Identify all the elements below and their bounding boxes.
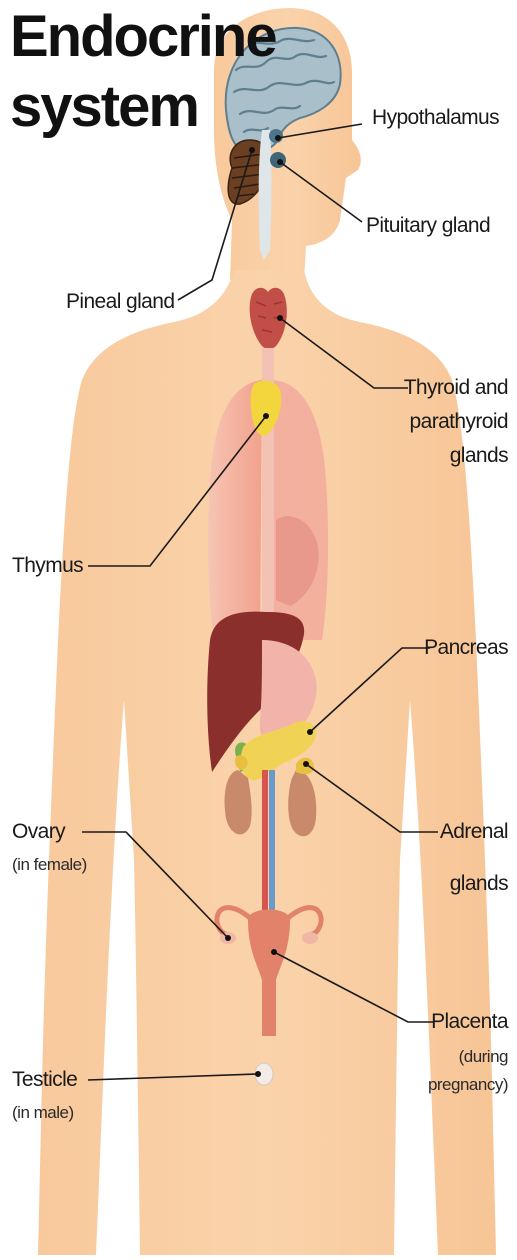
label-testicle: Testicle [12, 1068, 77, 1091]
label-ovary: Ovary [12, 820, 66, 843]
label-adrenal-1: Adrenal [440, 820, 508, 843]
dot-placenta [271, 949, 277, 955]
dot-pancreas [307, 729, 313, 735]
label-placenta: Placenta [431, 1010, 509, 1033]
spinal-cord [259, 130, 272, 260]
label-placenta-note-1: (during [459, 1047, 508, 1066]
label-thyroid-1: Thyroid and [404, 376, 508, 399]
label-pituitary: Pituitary gland [366, 214, 490, 237]
vena-cava [269, 770, 275, 920]
dot-pituitary [277, 159, 283, 165]
dot-thyroid [277, 315, 283, 321]
label-thyroid-3: glands [450, 444, 508, 467]
label-testicle-note: (in male) [12, 1103, 74, 1122]
aorta [262, 770, 268, 920]
left-kidney [225, 770, 252, 834]
label-hypothalamus: Hypothalamus [372, 106, 499, 129]
label-pancreas: Pancreas [424, 636, 508, 659]
dot-hypothalamus [275, 135, 281, 141]
label-pineal: Pineal gland [66, 290, 174, 313]
label-ovary-note: (in female) [12, 855, 87, 874]
dot-pineal [249, 147, 255, 153]
dot-adrenal [303, 761, 309, 767]
label-thyroid-2: parathyroid [410, 410, 508, 433]
title-line-2: system [10, 74, 198, 139]
label-adrenal-2: glands [450, 872, 508, 895]
dot-ovary [225, 935, 231, 941]
dot-testicle [255, 1071, 261, 1077]
label-thymus: Thymus [12, 554, 83, 577]
label-placenta-note-2: pregnancy) [428, 1075, 508, 1094]
ovary-organ-right [302, 932, 318, 944]
title-line-1: Endocrine [10, 4, 276, 69]
dot-thymus [263, 413, 269, 419]
